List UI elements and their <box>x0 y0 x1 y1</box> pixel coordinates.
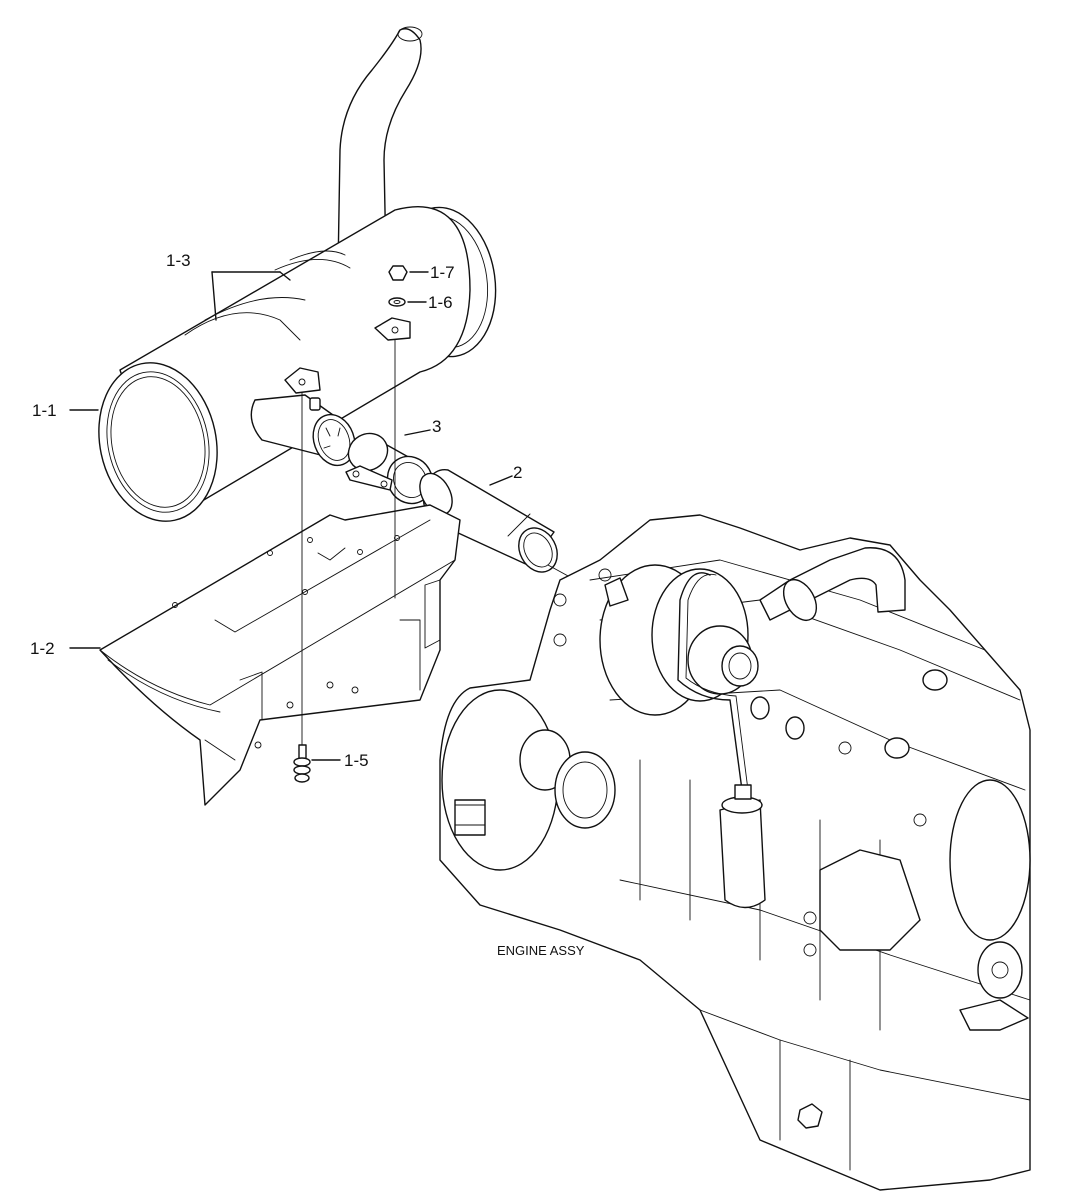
callout-2: 2 <box>513 463 522 482</box>
callout-3: 3 <box>432 417 441 436</box>
shield-base <box>99 504 461 806</box>
washer-part <box>388 297 406 307</box>
fuel-filter <box>719 799 766 909</box>
pipe-part <box>419 469 558 573</box>
callout-1-2: 1-2 <box>30 639 55 658</box>
bolt-part <box>293 744 311 783</box>
stack-outlet-rim <box>397 26 423 42</box>
mount-bracket-left <box>284 367 321 394</box>
exhaust-stack-pipe <box>337 28 422 271</box>
starter-motor <box>819 849 921 951</box>
heat-shield-part <box>99 504 461 806</box>
callout-1-1: 1-1 <box>32 401 57 420</box>
engine-assy-caption: ENGINE ASSY <box>497 943 585 958</box>
callout-1-7: 1-7 <box>430 263 455 282</box>
muffler-near-end <box>98 362 218 522</box>
muffler-part <box>98 26 497 522</box>
nut-part <box>388 265 408 281</box>
callout-1-3: 1-3 <box>166 251 191 270</box>
leader-lines <box>69 271 513 761</box>
callout-1-5: 1-5 <box>344 751 369 770</box>
engine-assembly <box>439 514 1031 1191</box>
callout-1-6: 1-6 <box>428 293 453 312</box>
